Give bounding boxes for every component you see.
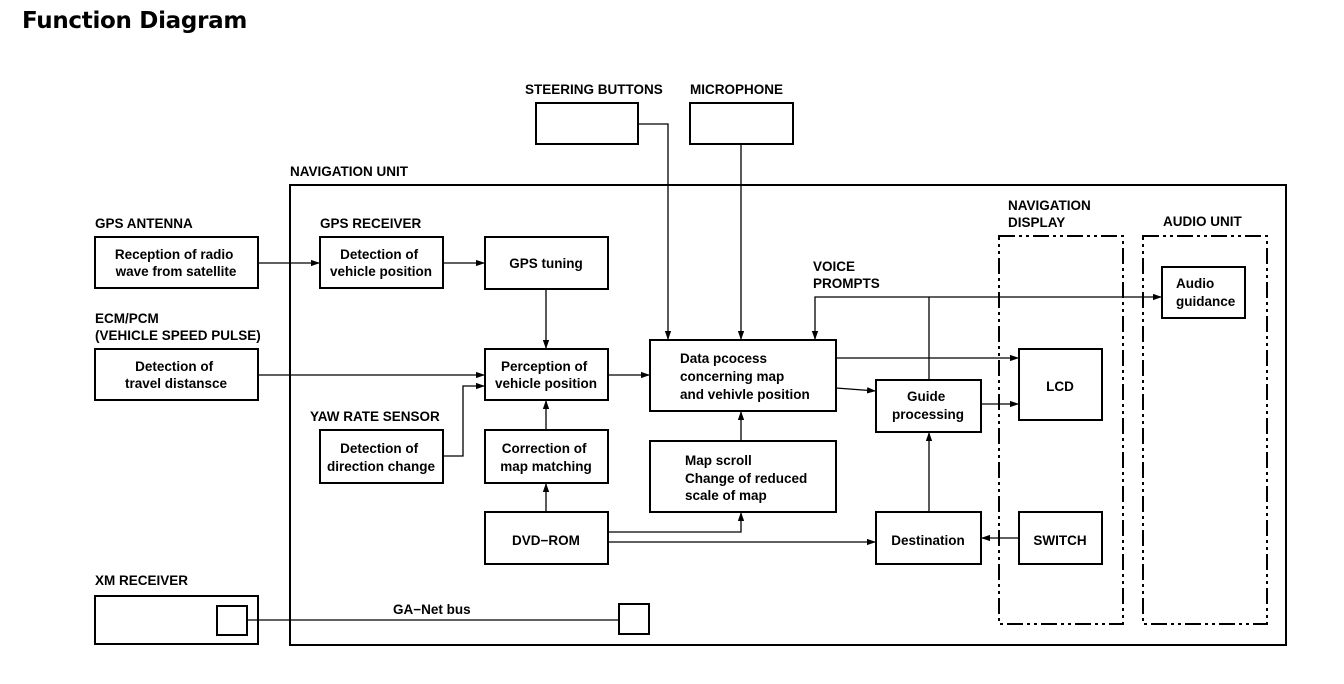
navigation-unit-label: NAVIGATION UNIT (290, 164, 409, 179)
data-process-box (649, 339, 837, 412)
arrow-dvd-to-map-scroll (608, 512, 745, 533)
navigation-display-label-line1: NAVIGATION (1008, 198, 1091, 213)
data-process-text: Data pcocess concerning map and vehivle … (680, 351, 810, 402)
audio-unit-frame (1142, 235, 1268, 625)
lcd-text: LCD (1046, 379, 1074, 394)
navigation-unit-frame (289, 184, 1287, 646)
ecm-pcm-label: ECM/PCM (95, 311, 159, 326)
destination-box (875, 511, 982, 565)
detection-distance-text: Detection of travel distansce (125, 359, 228, 391)
arrow-direction-to-perception (443, 382, 485, 457)
navigation-unit-port (618, 603, 650, 635)
connectors (247, 123, 1162, 621)
switch-box (1018, 511, 1103, 565)
destination-text: Destination (891, 533, 965, 548)
detection-direction-text: Detection of direction change (327, 441, 436, 474)
switch-text: SWITCH (1033, 533, 1086, 548)
page-title: Function Diagram (22, 8, 247, 34)
audio-unit-label: AUDIO UNIT (1163, 214, 1242, 229)
microphone-box (689, 102, 794, 145)
detection-position-text: Detection of vehicle position (330, 247, 432, 279)
guide-processing-box (875, 379, 982, 433)
navigation-display-frame (998, 235, 1124, 625)
correction-box (484, 429, 609, 484)
yaw-rate-sensor-label: YAW RATE SENSOR (310, 409, 440, 424)
arrow-steering-to-data (638, 123, 672, 340)
gps-antenna-label: GPS ANTENNA (95, 216, 193, 231)
voice-prompts-label-line1: VOICE (813, 259, 855, 274)
gps-tuning-box (484, 236, 609, 290)
detection-distance-box (94, 348, 259, 401)
navigation-display-label-line2: DISPLAY (1008, 215, 1065, 230)
gps-receiver-label: GPS RECEIVER (320, 216, 422, 231)
ga-net-bus-label: GA−Net bus (393, 602, 471, 617)
perception-box (484, 348, 609, 401)
microphone-label: MICROPHONE (690, 82, 783, 97)
dvd-rom-box (484, 511, 609, 565)
map-scroll-box (649, 440, 837, 513)
vehicle-speed-pulse-label: (VEHICLE SPEED PULSE) (95, 328, 261, 343)
lcd-box (1018, 348, 1103, 421)
detection-position-box (319, 236, 444, 289)
detection-direction-box (319, 429, 444, 484)
arrow-voice-prompts (811, 296, 929, 340)
guide-processing-text: Guide processing (892, 389, 964, 422)
arrow-data-to-guide (835, 387, 877, 394)
reception-text: Reception of radio wave from satellite (115, 247, 238, 279)
reception-box (94, 236, 259, 289)
voice-prompts-label-line2: PROMPTS (813, 276, 880, 291)
audio-guidance-text: Audio guidance (1176, 276, 1236, 309)
xm-receiver-port (216, 605, 248, 636)
xm-receiver-label: XM RECEIVER (95, 573, 188, 588)
audio-guidance-box (1161, 266, 1246, 319)
steering-buttons-box (535, 102, 639, 145)
dvd-rom-text: DVD−ROM (512, 533, 580, 548)
map-scroll-text: Map scroll Change of reduced scale of ma… (685, 453, 811, 503)
correction-text: Correction of map matching (500, 441, 592, 474)
gps-tuning-text: GPS tuning (509, 256, 583, 271)
perception-text: Perception of vehicle position (495, 359, 597, 391)
steering-buttons-label: STEERING BUTTONS (525, 82, 663, 97)
